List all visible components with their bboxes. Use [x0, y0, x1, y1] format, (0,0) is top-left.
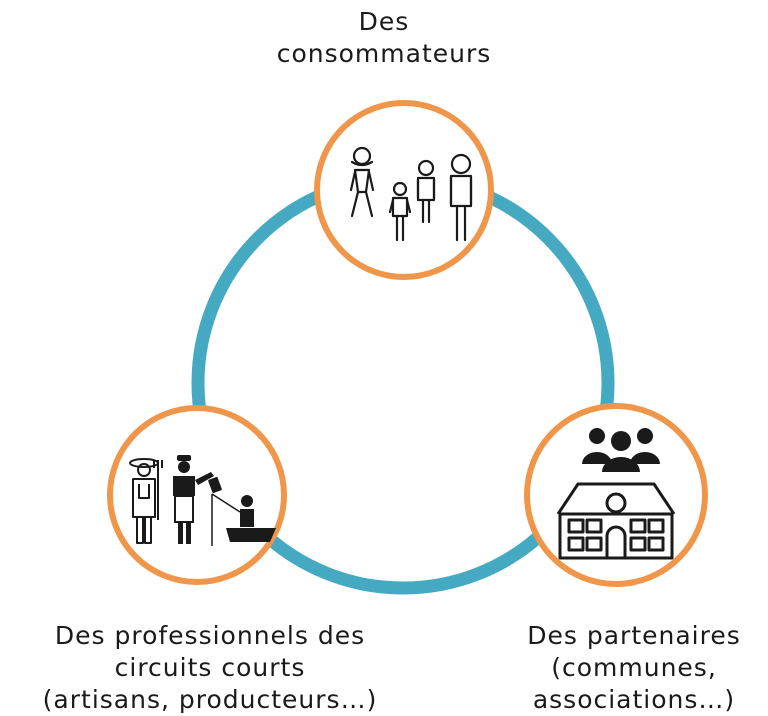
label-consumers: Des consommateurs: [234, 6, 534, 70]
label-partners-line-3: associations…): [532, 685, 736, 714]
label-consumers-line-1: Des: [358, 7, 410, 36]
label-partners-line-2: (communes,: [551, 653, 717, 682]
label-consumers-line-2: consommateurs: [276, 39, 492, 68]
label-professionals-line-2: circuits courts: [114, 653, 306, 682]
family-icon: [349, 146, 473, 242]
label-professionals-line-1: Des professionnels des: [54, 621, 366, 650]
label-partners: Des partenaires (communes, associations……: [500, 620, 768, 716]
label-professionals: Des professionnels des circuits courts (…: [0, 620, 420, 716]
node-professionals: [107, 405, 287, 585]
node-consumers: [314, 100, 494, 280]
node-partners: [524, 403, 708, 587]
label-professionals-line-3: (artisans, producteurs…): [42, 685, 378, 714]
professionals-icon: [129, 455, 276, 546]
town-hall-group-icon: [556, 428, 676, 560]
label-partners-line-1: Des partenaires: [527, 621, 741, 650]
